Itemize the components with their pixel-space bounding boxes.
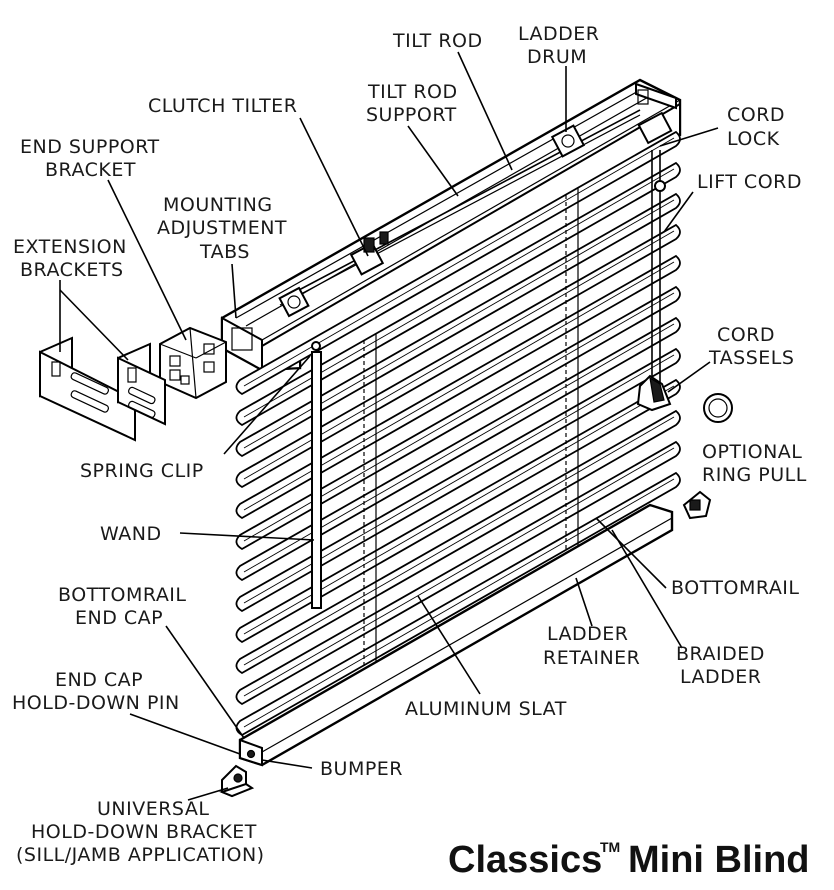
label-universal-3: (SILL/JAMB APPLICATION): [16, 844, 265, 866]
title-trademark: TM: [600, 839, 620, 855]
label-cord-lock-2: LOCK: [727, 128, 780, 150]
aluminum-slat: [235, 409, 681, 675]
label-bottomrail-end-cap-1: BOTTOMRAIL: [58, 584, 187, 606]
aluminum-slat: [235, 192, 681, 458]
label-mounting-3: TABS: [199, 241, 250, 263]
wand-drawing: [311, 341, 322, 609]
slat-curve-line: [243, 478, 675, 728]
cord-lock: [637, 111, 673, 145]
label-lift-cord: LIFT CORD: [697, 171, 802, 193]
slat-curve-line: [243, 447, 675, 697]
label-mounting-1: MOUNTING: [163, 194, 273, 216]
label-tilt-rod: TILT ROD: [392, 30, 483, 52]
label-tilt-rod-support-1: TILT ROD: [367, 81, 458, 103]
label-optional-ring-pull-1: OPTIONAL: [702, 441, 802, 463]
label-bottomrail: BOTTOMRAIL: [671, 577, 800, 599]
title-rest: Mini Blind: [628, 839, 810, 881]
aluminum-slat: [235, 254, 681, 520]
label-extension-brackets-2: BRACKETS: [20, 259, 124, 281]
braided-ladder: [363, 188, 579, 705]
diagram-title: Classics TM Mini Blind: [448, 839, 810, 881]
label-cord-tassels-2: TASSELS: [708, 347, 794, 369]
aluminum-slat: [235, 161, 681, 427]
aluminum-slat: [235, 130, 681, 396]
label-aluminum-slat: ALUMINUM SLAT: [405, 698, 567, 720]
ring-pull: [703, 393, 733, 423]
label-end-cap-pin-2: HOLD-DOWN PIN: [12, 692, 180, 714]
label-universal-1: UNIVERSAL: [97, 798, 209, 820]
label-cord-tassels-1: CORD: [717, 324, 775, 346]
label-spring-clip: SPRING CLIP: [80, 460, 204, 482]
label-universal-2: HOLD-DOWN BRACKET: [31, 821, 257, 843]
leader-lines: [59, 51, 719, 801]
bottomrail: [238, 503, 674, 767]
label-ladder-drum-2: DRUM: [527, 46, 587, 68]
lift-cord: [651, 150, 666, 385]
end-support-bracket: [159, 326, 227, 400]
slat-curve-line: [243, 416, 675, 666]
aluminum-slat: [235, 316, 681, 582]
label-extension-brackets-1: EXTENSION: [13, 236, 127, 258]
aluminum-slat: [235, 285, 681, 551]
label-cord-lock-1: CORD: [727, 104, 785, 126]
aluminum-slat: [235, 440, 681, 706]
label-ladder-retainer-2: RETAINER: [543, 647, 640, 669]
label-braided-ladder-1: BRAIDED: [676, 643, 765, 665]
label-wand: WAND: [100, 523, 162, 545]
aluminum-slat: [235, 471, 681, 737]
aluminum-slat: [235, 378, 681, 644]
label-braided-ladder-2: LADDER: [680, 666, 762, 688]
aluminum-slat: [235, 223, 681, 489]
label-tilt-rod-support-2: SUPPORT: [366, 104, 457, 126]
label-mounting-2: ADJUSTMENT: [157, 217, 287, 239]
label-ladder-drum-1: LADDER: [518, 23, 600, 45]
label-optional-ring-pull-2: RING PULL: [702, 464, 807, 486]
part-labels: TILT ROD LADDER DRUM CLUTCH TILTER TILT …: [12, 23, 807, 866]
universal-hold-down-bracket: [219, 764, 255, 798]
label-clutch-tilter: CLUTCH TILTER: [148, 95, 297, 117]
aluminum-slats: [235, 130, 681, 737]
extension-brackets: [39, 336, 166, 442]
hold-down-pin: [682, 490, 712, 520]
label-bumper: BUMPER: [320, 758, 403, 780]
label-end-support-bracket-1: END SUPPORT: [20, 136, 160, 158]
label-end-support-bracket-2: BRACKET: [45, 159, 136, 181]
label-bottomrail-end-cap-2: END CAP: [75, 607, 163, 629]
cord-tassels: [636, 374, 672, 412]
aluminum-slat: [235, 347, 681, 613]
clutch-tilter: [363, 231, 389, 253]
label-ladder-retainer-1: LADDER: [547, 623, 629, 645]
ladder-drum: [278, 124, 586, 318]
title-main: Classics: [448, 839, 602, 881]
label-end-cap-pin-1: END CAP: [55, 669, 143, 691]
